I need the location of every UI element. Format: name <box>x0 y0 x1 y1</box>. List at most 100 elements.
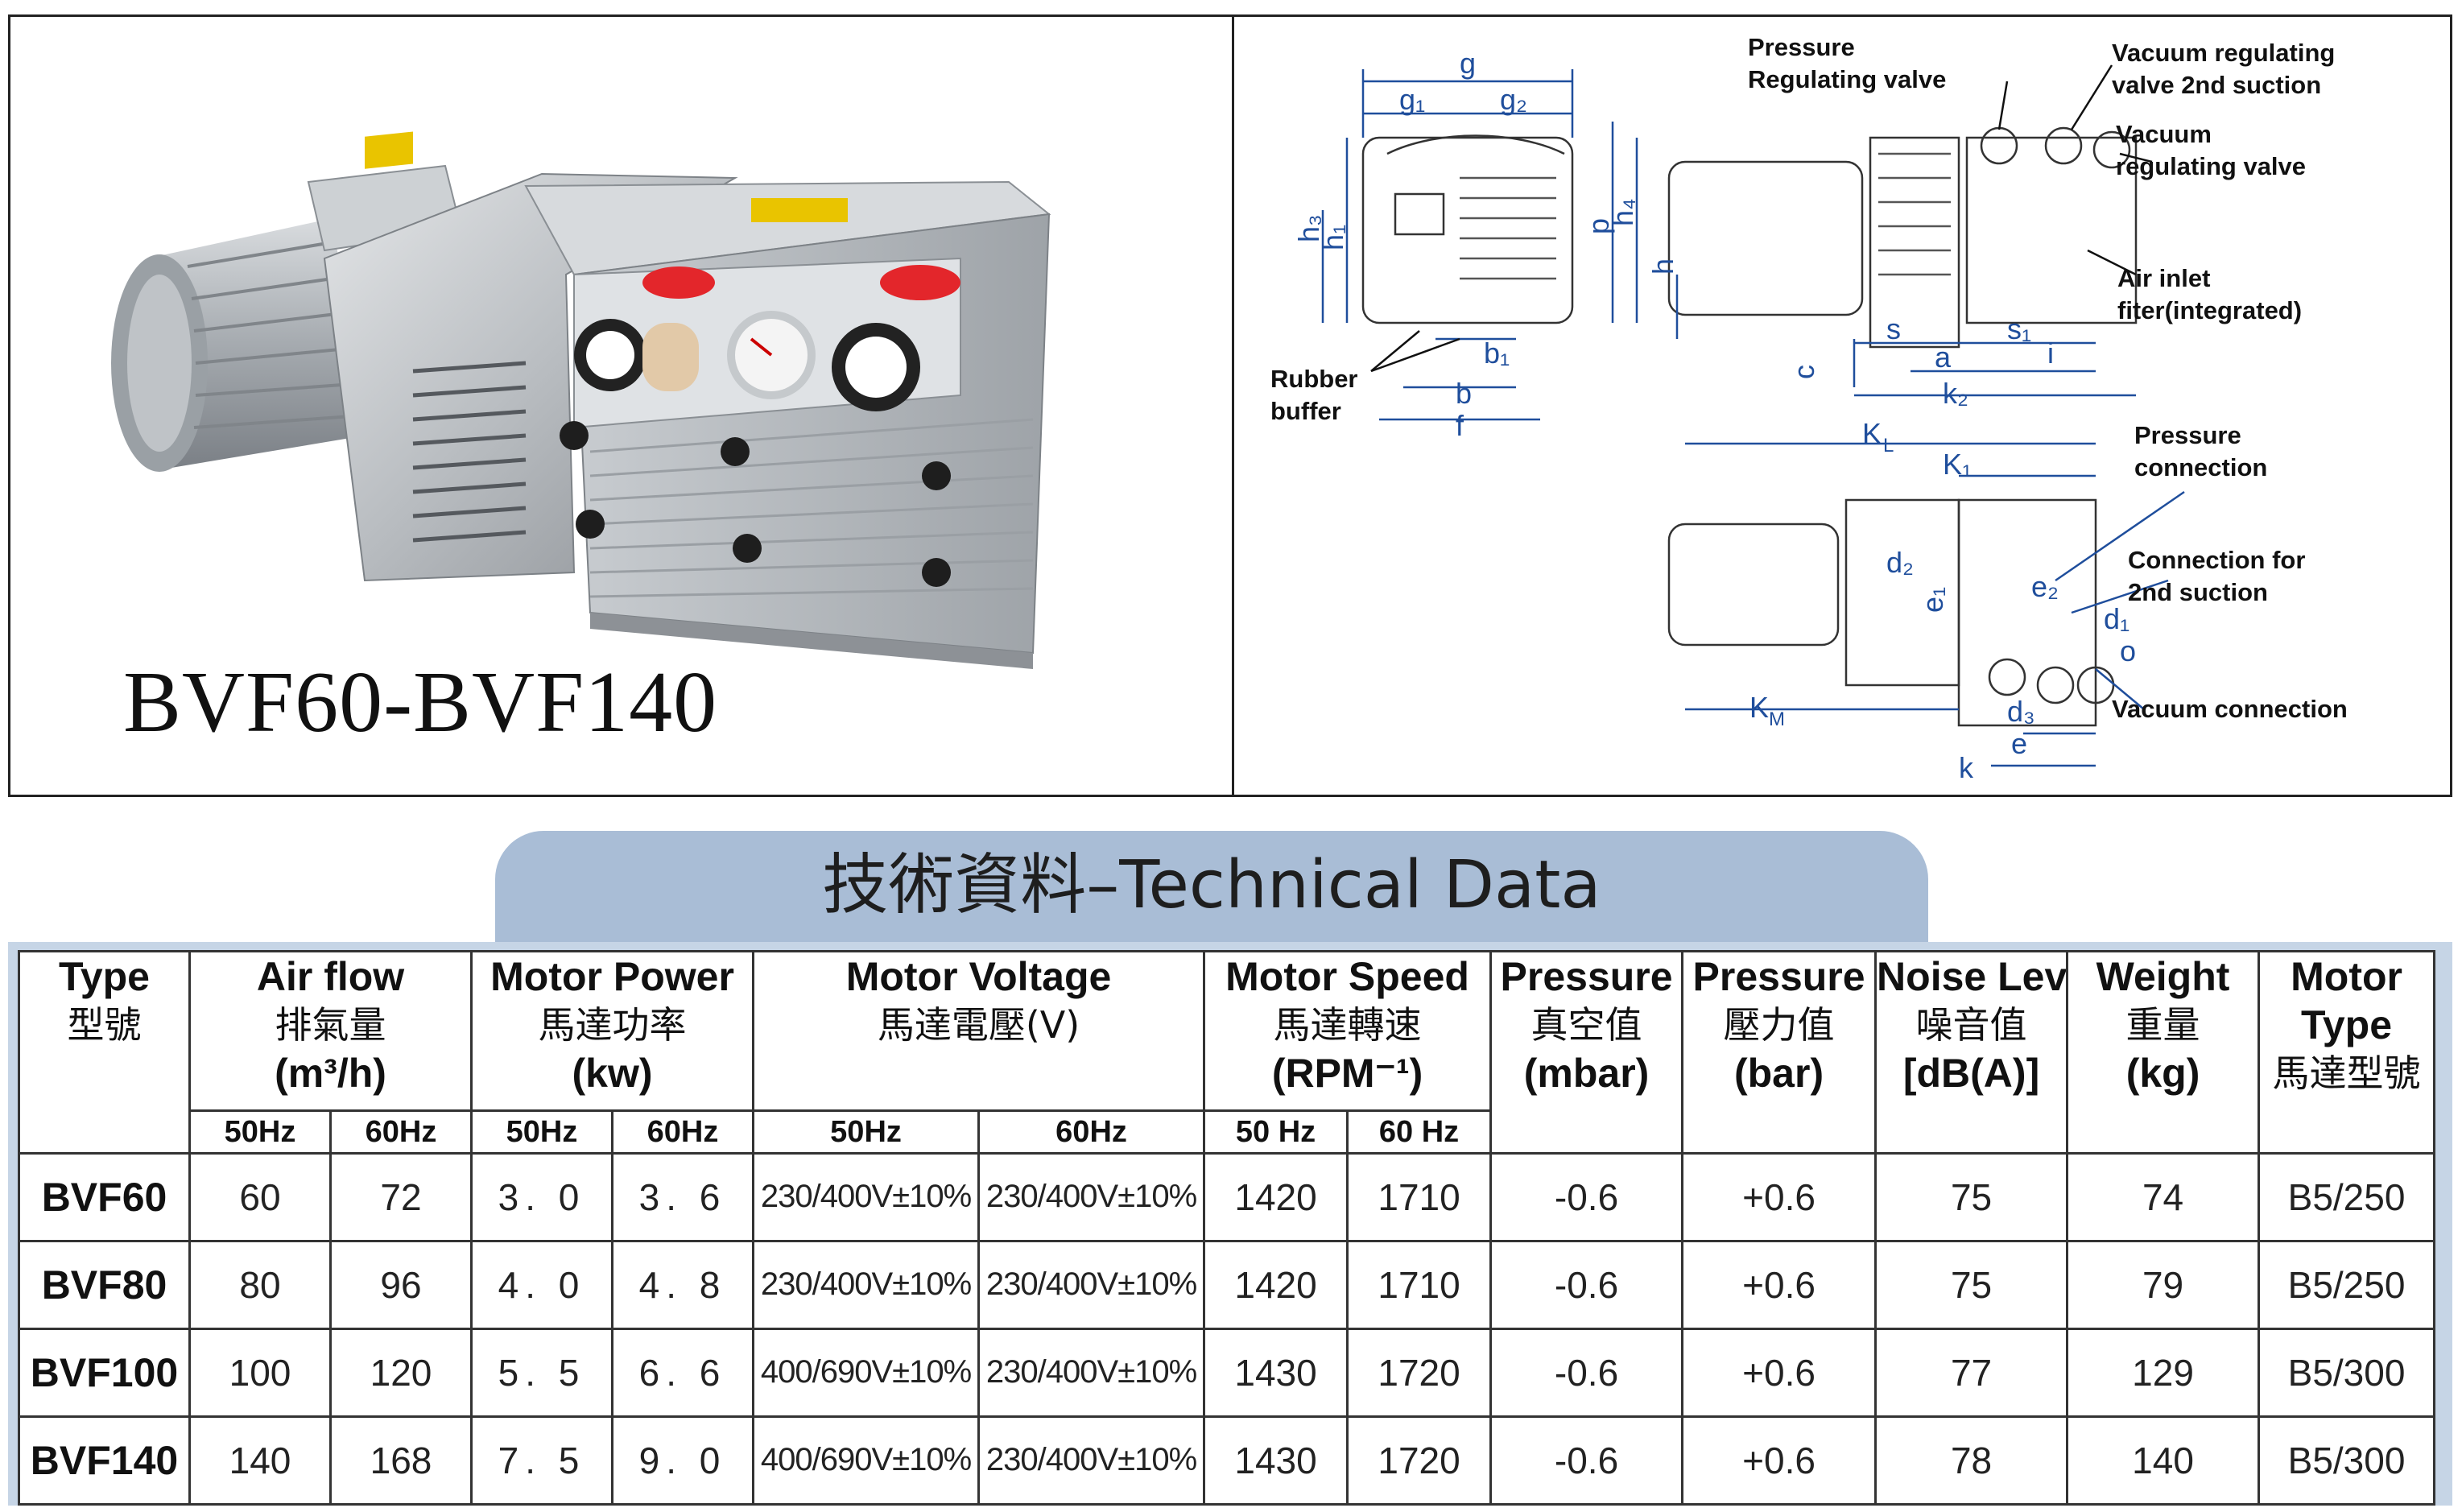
table-row: BVF80 80 96 4. 0 4. 8 230/400V±10% 230/4… <box>18 1239 2436 1330</box>
callout-connection-2nd-suction: Connection for 2nd suction <box>2128 546 2306 606</box>
dim-c: c <box>1787 365 1820 379</box>
cell-pressure: +0.6 <box>1681 1239 1877 1330</box>
header-motor-voltage: Motor Voltage 馬達電壓(V) <box>752 949 1206 1113</box>
vacuum-pump-illustration <box>111 131 1051 669</box>
header-airflow: Air flow 排氣量 (m³/h) <box>188 949 473 1113</box>
dim-g: g <box>1460 47 1476 80</box>
cell-power-60: 6. 6 <box>611 1327 755 1418</box>
product-photo-panel: BVF60-BVF140 <box>10 17 1232 795</box>
dim-e2: e₂ <box>2031 570 2059 603</box>
cell-voltage-60: 230/400V±10% <box>977 1239 1206 1330</box>
dim-k1: K₁ <box>1943 448 1972 481</box>
cell-airflow-50: 100 <box>188 1327 332 1418</box>
panel-divider <box>1232 14 1234 797</box>
dim-b: b <box>1456 377 1472 410</box>
cell-pressure: +0.6 <box>1681 1327 1877 1418</box>
dim-kl: K <box>1862 417 1882 450</box>
cell-voltage-50: 400/690V±10% <box>752 1415 981 1506</box>
dim-e1: e₁ <box>1916 587 1949 613</box>
dim-b1: b₁ <box>1484 337 1510 370</box>
dim-p: p <box>1582 218 1615 234</box>
cell-airflow-60: 120 <box>328 1327 473 1418</box>
cell-speed-60: 1720 <box>1346 1327 1493 1418</box>
header-voltage-50hz: 50Hz <box>752 1109 981 1155</box>
cell-model: BVF100 <box>18 1327 191 1418</box>
cell-airflow-60: 168 <box>328 1415 473 1506</box>
product-model-range: BVF60-BVF140 <box>123 655 718 750</box>
cell-voltage-60: 230/400V±10% <box>977 1327 1206 1418</box>
cell-speed-60: 1710 <box>1346 1239 1493 1330</box>
cell-speed-60: 1720 <box>1346 1415 1493 1506</box>
callout-pressure-regulating-valve: Pressure Regulating valve <box>1748 33 1947 93</box>
cell-speed-50: 1420 <box>1203 1239 1349 1330</box>
cell-weight: 74 <box>2066 1151 2261 1242</box>
cell-speed-50: 1430 <box>1203 1327 1349 1418</box>
cell-model: BVF140 <box>18 1415 191 1506</box>
header-motor-type: Motor Type 馬達型號 <box>2258 950 2436 1155</box>
cell-voltage-50: 400/690V±10% <box>752 1327 981 1418</box>
header-airflow-50hz: 50Hz <box>188 1109 332 1155</box>
header-noise-level: Noise Level 噪音值 [dB(A)] <box>1874 950 2069 1155</box>
cell-voltage-60: 230/400V±10% <box>977 1415 1206 1506</box>
cell-noise: 75 <box>1874 1151 2069 1242</box>
cell-power-60: 4. 8 <box>611 1239 755 1330</box>
header-voltage-60hz: 60Hz <box>977 1109 1206 1155</box>
callout-pressure-connection: Pressure connection <box>2134 421 2268 481</box>
dim-h1: h₁ <box>1316 225 1349 250</box>
dimension-drawing: g g₁ g₂ h₃ h₁ p h₄ b₁ b f h c s s₁ i a k… <box>1292 47 2185 784</box>
cell-speed-60: 1710 <box>1346 1151 1493 1242</box>
dimension-diagram-panel: g g₁ g₂ h₃ h₁ p h₄ b₁ b f h c s s₁ i a k… <box>1234 17 2450 795</box>
callout-vacuum-regulating-valve: Vacuum regulating valve <box>2116 120 2307 180</box>
callout-air-inlet-filter: Air inlet fiter(integrated) <box>2117 264 2303 324</box>
cell-vacuum: -0.6 <box>1489 1415 1684 1506</box>
header-motor-power: Motor Power 馬達功率 (kw) <box>470 949 755 1113</box>
header-weight: Weight 重量 (kg) <box>2066 950 2261 1155</box>
cell-airflow-50: 60 <box>188 1151 332 1242</box>
header-power-50hz: 50Hz <box>470 1109 614 1155</box>
dim-a: a <box>1935 341 1952 374</box>
dim-g1: g₁ <box>1399 83 1425 116</box>
cell-power-50: 3. 0 <box>470 1151 614 1242</box>
cell-power-60: 9. 0 <box>611 1415 755 1506</box>
cell-motor-type: B5/300 <box>2258 1327 2436 1418</box>
header-pressure: Pressure 壓力值 (bar) <box>1681 950 1877 1155</box>
cell-motor-type: B5/250 <box>2258 1239 2436 1330</box>
cell-model: BVF60 <box>18 1151 191 1242</box>
dim-km-sub: M <box>1769 708 1785 730</box>
cell-voltage-50: 230/400V±10% <box>752 1151 981 1242</box>
cell-weight: 129 <box>2066 1327 2261 1418</box>
cell-noise: 77 <box>1874 1327 2069 1418</box>
dim-s: s <box>1886 312 1901 345</box>
cell-voltage-50: 230/400V±10% <box>752 1239 981 1330</box>
section-banner <box>495 831 1928 944</box>
header-airflow-60hz: 60Hz <box>328 1109 473 1155</box>
cell-noise: 78 <box>1874 1415 2069 1506</box>
cell-weight: 140 <box>2066 1415 2261 1506</box>
technical-data-table: Type 型號 Air flow 排氣量 (m³/h) Motor Power … <box>18 949 2436 1506</box>
header-type: Type 型號 <box>18 950 191 1155</box>
cell-pressure: +0.6 <box>1681 1151 1877 1242</box>
cell-airflow-60: 96 <box>328 1239 473 1330</box>
header-speed-50hz: 50 Hz <box>1203 1109 1349 1155</box>
cell-vacuum: -0.6 <box>1489 1239 1684 1330</box>
cell-vacuum: -0.6 <box>1489 1151 1684 1242</box>
dim-s1: s₁ <box>2007 312 2031 345</box>
callout-vacuum-valve-2nd-suction: Vacuum regulating valve 2nd suction <box>2112 39 2336 99</box>
dim-h: h <box>1646 258 1679 275</box>
dim-e: e <box>2011 727 2027 760</box>
cell-noise: 75 <box>1874 1239 2069 1330</box>
cell-airflow-50: 140 <box>188 1415 332 1506</box>
dim-kl-sub: L <box>1883 435 1894 456</box>
dim-d2: d₂ <box>1886 546 1914 579</box>
table-row: BVF140 140 168 7. 5 9. 0 400/690V±10% 23… <box>18 1415 2436 1506</box>
cell-vacuum: -0.6 <box>1489 1327 1684 1418</box>
header-pressure-vacuum: Pressure 真空值 (mbar) <box>1489 950 1684 1155</box>
header-speed-60hz: 60 Hz <box>1346 1109 1493 1155</box>
cell-power-50: 5. 5 <box>470 1327 614 1418</box>
header-motor-speed: Motor Speed 馬達轉速 (RPM⁻¹) <box>1203 949 1493 1113</box>
dim-h4: h₄ <box>1606 198 1639 226</box>
cell-model: BVF80 <box>18 1239 191 1330</box>
callout-rubber-buffer: Rubber buffer <box>1270 365 1358 425</box>
cell-speed-50: 1430 <box>1203 1415 1349 1506</box>
dim-f: f <box>1456 409 1464 442</box>
